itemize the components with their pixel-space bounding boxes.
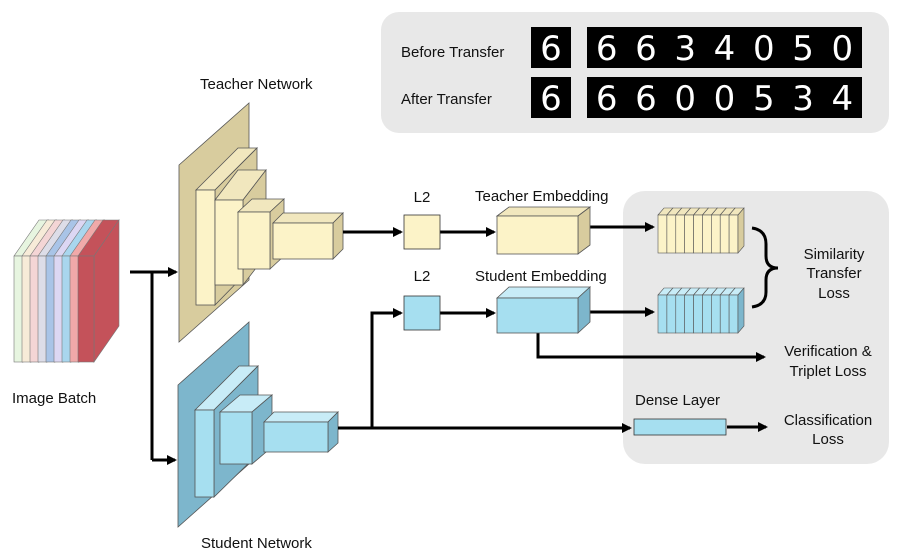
after-digit: 0 <box>674 79 696 119</box>
before-digit: 6 <box>635 29 657 69</box>
student-layer-3 <box>219 411 253 465</box>
teacher-layer-2 <box>195 189 216 306</box>
teacher-network <box>178 102 344 343</box>
similarity-loss-label-1: Similarity <box>804 246 865 263</box>
l2-teacher-box <box>403 214 441 250</box>
l2-teacher-label: L2 <box>414 189 431 206</box>
before-digits-strip <box>587 27 862 68</box>
student-network <box>177 321 339 528</box>
l2-student-box <box>403 295 441 331</box>
before-digit: 4 <box>714 29 736 69</box>
similarity-loss-label-2: Transfer <box>806 265 861 282</box>
verification-loss-label-1: Verification & <box>784 343 872 360</box>
student-network-label: Student Network <box>201 535 312 552</box>
after-digit: 6 <box>596 79 618 119</box>
teacher-layer-5 <box>272 222 334 260</box>
after-query-digit: 6 <box>540 79 562 119</box>
arrow-to-verification <box>536 333 766 362</box>
after-digit: 5 <box>753 79 775 119</box>
after-query-strip <box>531 77 571 118</box>
student-similarity-bars <box>657 287 745 334</box>
after-transfer-label: After Transfer <box>401 91 492 108</box>
l2-student-label: L2 <box>414 268 431 285</box>
image-batch <box>13 219 120 363</box>
arrow-student-to-l2 <box>338 308 403 430</box>
teacher-embedding-label: Teacher Embedding <box>475 188 608 205</box>
classification-loss-label-1: Classification <box>784 412 872 429</box>
student-layer-2 <box>194 409 215 498</box>
loss-panel <box>623 191 889 464</box>
before-digit: 6 <box>596 29 618 69</box>
before-digit: 0 <box>832 29 854 69</box>
teacher-embedding-block <box>495 206 592 255</box>
image-batch-label: Image Batch <box>12 390 96 407</box>
before-query-strip <box>531 27 571 68</box>
before-transfer-label: Before Transfer <box>401 44 504 61</box>
arrows <box>130 222 768 465</box>
similarity-loss-label-3: Loss <box>818 285 850 302</box>
teacher-similarity-bars <box>657 207 745 254</box>
after-digit: 3 <box>792 79 814 119</box>
teacher-layer-4 <box>237 211 271 270</box>
after-digit: 6 <box>635 79 657 119</box>
classification-loss-label-2: Loss <box>812 431 844 448</box>
teacher-network-label: Teacher Network <box>200 76 313 93</box>
before-query-digit: 6 <box>540 29 562 69</box>
after-digit: 0 <box>714 79 736 119</box>
dense-layer-label: Dense Layer <box>635 392 720 409</box>
verification-loss-label-2: Triplet Loss <box>790 363 867 380</box>
before-digit: 3 <box>674 29 696 69</box>
after-digits-strip <box>587 77 862 118</box>
similarity-brace <box>751 226 779 309</box>
before-digit: 0 <box>753 29 775 69</box>
student-embedding-block <box>495 286 592 334</box>
student-layer-4 <box>263 421 329 453</box>
after-digit: 4 <box>832 79 854 119</box>
student-embedding-label: Student Embedding <box>475 268 607 285</box>
dense-layer-box <box>633 418 727 436</box>
before-digit: 5 <box>792 29 814 69</box>
